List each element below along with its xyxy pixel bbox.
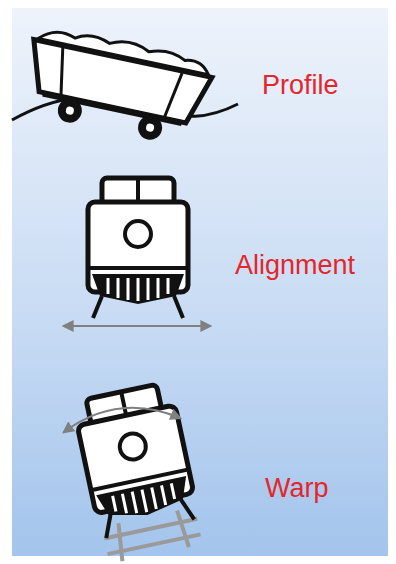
rotation-arrow bbox=[64, 408, 180, 432]
view-label: Alignment bbox=[235, 250, 355, 281]
hopper-car bbox=[18, 23, 215, 150]
locomotive-front bbox=[88, 178, 188, 318]
lateral-arrow bbox=[64, 325, 210, 327]
view-label: Warp bbox=[265, 473, 329, 504]
view-label: Profile bbox=[262, 70, 339, 101]
locomotive-tilted bbox=[72, 381, 199, 539]
